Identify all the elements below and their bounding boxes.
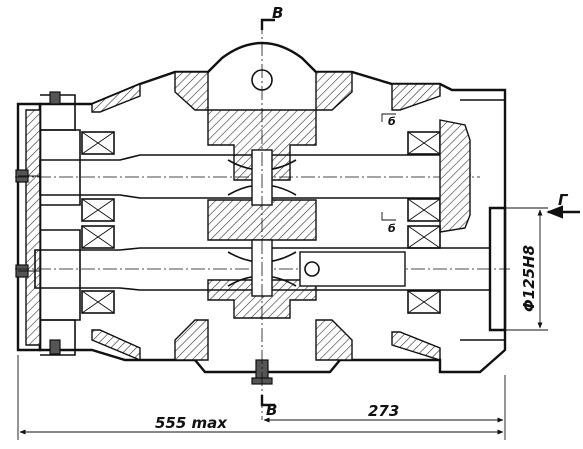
bolt (49, 91, 61, 105)
dimension-flange: Φ125H8 (505, 207, 548, 331)
section-mark-side: Г (546, 191, 580, 219)
bearing (81, 225, 115, 314)
inner-section-marks: б б (381, 113, 396, 235)
dimension-flange-label: Φ125H8 (520, 245, 538, 312)
inner-label-upper: б (388, 115, 396, 128)
left-cover (15, 91, 81, 356)
dimension-half: 273 (263, 402, 504, 423)
dimension-overall-label: 555 max (155, 414, 228, 432)
bearing (407, 131, 441, 222)
bearing (81, 131, 115, 222)
section-label-bottom: B (266, 401, 277, 419)
bolt (49, 339, 61, 355)
section-label-side: Г (558, 191, 569, 209)
dimension-half-label: 273 (368, 402, 399, 420)
bearing (407, 225, 441, 314)
section-mark-bottom: B (260, 395, 277, 419)
dimension-overall: 555 max (17, 355, 506, 440)
housing (38, 41, 507, 374)
section-label-top: B (272, 4, 283, 22)
section-mark-top: B (260, 4, 283, 30)
pin (304, 261, 320, 277)
inner-label-lower: б (388, 222, 396, 235)
